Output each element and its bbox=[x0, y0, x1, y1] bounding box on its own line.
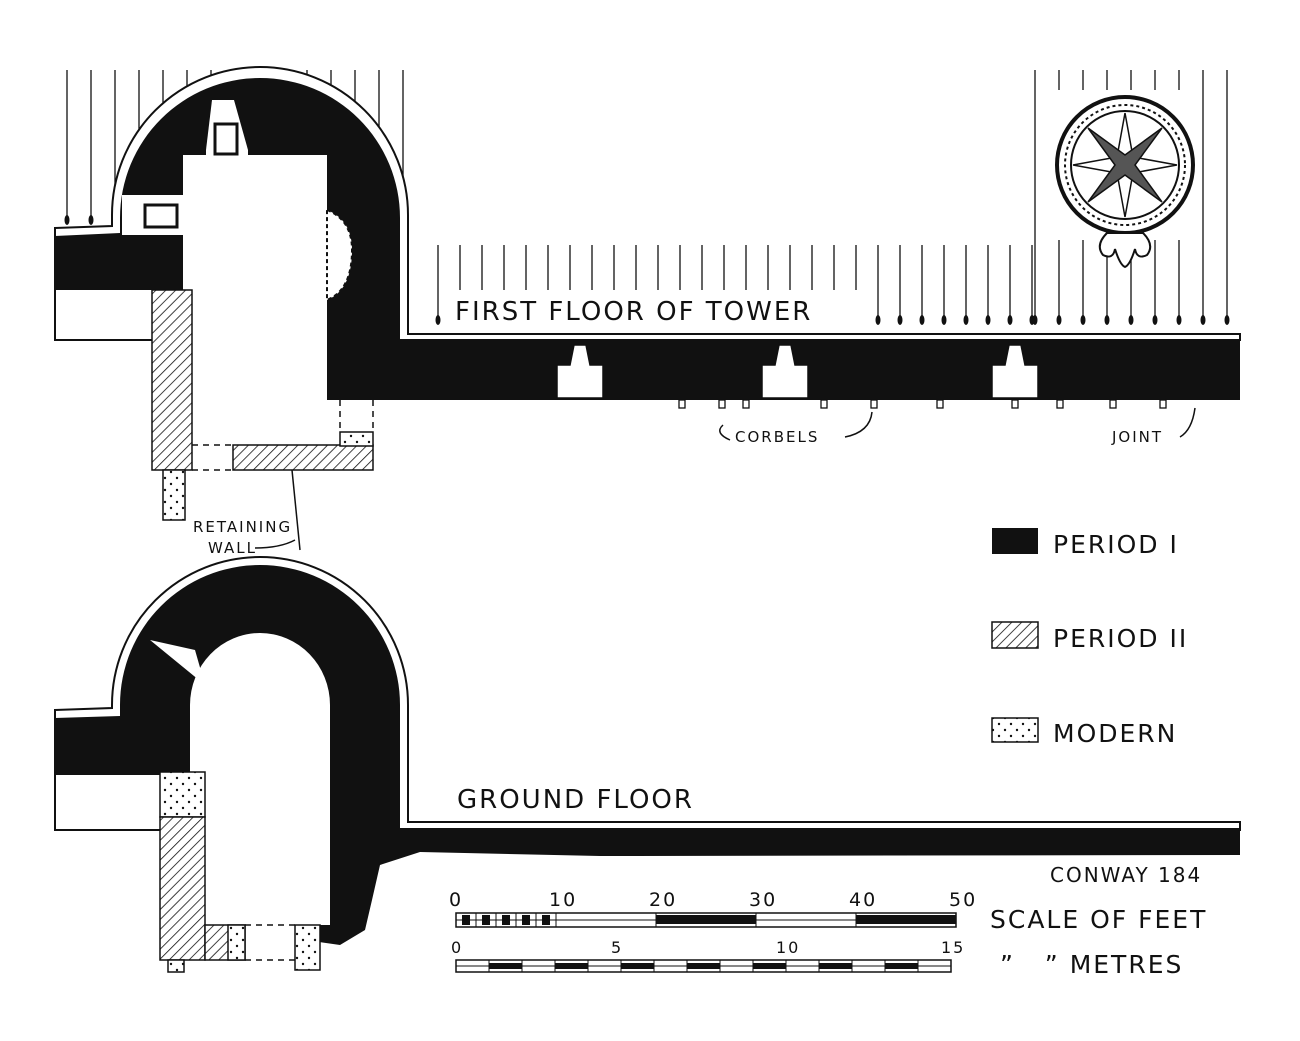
corbel bbox=[1056, 399, 1064, 409]
hatch-line bbox=[1200, 70, 1206, 325]
feet-cell-mark bbox=[542, 915, 550, 925]
hatch-line bbox=[1007, 245, 1013, 325]
first-floor-room bbox=[183, 155, 327, 445]
corbel bbox=[1159, 399, 1167, 409]
feet-tick-label: 30 bbox=[749, 889, 777, 911]
legend-modern: MODERN bbox=[1053, 719, 1177, 748]
metre-cell-mark bbox=[885, 963, 918, 969]
legend-period-2: PERIOD II bbox=[1053, 624, 1188, 653]
corbel bbox=[936, 399, 944, 409]
hatch-line bbox=[435, 245, 441, 325]
metre-tick-label: 10 bbox=[776, 938, 800, 957]
feet-cell-mark bbox=[502, 915, 510, 925]
feet-tick-label: 20 bbox=[649, 889, 677, 911]
hatch-line bbox=[1029, 245, 1035, 325]
feet-tick-label: 0 bbox=[449, 889, 463, 911]
metre-cell-mark bbox=[621, 963, 654, 969]
corbel bbox=[742, 399, 750, 409]
hatch-line bbox=[897, 245, 903, 325]
metre-cell-mark bbox=[489, 963, 522, 969]
corbel bbox=[1109, 399, 1117, 409]
metre-tick-label: 0 bbox=[451, 938, 463, 957]
ground-floor-plan: GROUND FLOOR bbox=[54, 556, 1241, 973]
retaining-wall-label-2: WALL bbox=[208, 539, 257, 557]
first-floor-label: FIRST FLOOR OF TOWER bbox=[455, 297, 812, 327]
hatch-line bbox=[919, 245, 925, 325]
metre-cell-mark bbox=[753, 963, 786, 969]
feet-tick-label: 40 bbox=[849, 889, 877, 911]
hatch-line bbox=[88, 70, 94, 225]
corbel bbox=[718, 399, 726, 409]
scale-metres-label: ” ” METRES bbox=[1000, 950, 1183, 979]
ground-floor-room bbox=[190, 633, 330, 925]
hatch-line bbox=[64, 70, 70, 225]
metre-tick-label: 5 bbox=[611, 938, 623, 957]
hatch-line bbox=[963, 245, 969, 325]
metre-cell-mark bbox=[819, 963, 852, 969]
legend: PERIOD I PERIOD II MODERN bbox=[991, 528, 1188, 748]
corbel bbox=[870, 399, 878, 409]
scale-feet-label: SCALE OF FEET bbox=[990, 905, 1207, 934]
metre-cell-mark bbox=[687, 963, 720, 969]
plate-reference: CONWAY 184 bbox=[1050, 863, 1202, 887]
hatch-line bbox=[1224, 70, 1230, 325]
corbel bbox=[678, 399, 686, 409]
feet-tick-label: 10 bbox=[549, 889, 577, 911]
corbel bbox=[820, 399, 828, 409]
feet-tick-label: 50 bbox=[949, 889, 977, 911]
ground-floor-label: GROUND FLOOR bbox=[457, 785, 694, 815]
feet-cell-mark bbox=[462, 915, 470, 925]
feet-cell-mark bbox=[522, 915, 530, 925]
first-floor-plan: FIRST FLOOR OF TOWER CORBELS JOINT RETAI… bbox=[54, 66, 1241, 557]
hatch-line bbox=[1032, 70, 1038, 325]
metre-tick-label: 15 bbox=[941, 938, 965, 957]
scale-bars: CONWAY 184 0 10 20 30 40 50 0 5 10 15 SCALE OF F… bbox=[449, 863, 1207, 979]
hatch-line bbox=[875, 245, 881, 325]
compass-rose-icon bbox=[1050, 90, 1200, 269]
feet-cell-mark bbox=[482, 915, 490, 925]
retaining-wall-label-1: RETAINING bbox=[193, 518, 292, 536]
corbel bbox=[1011, 399, 1019, 409]
metre-cell-mark bbox=[555, 963, 588, 969]
corbels-label: CORBELS bbox=[735, 428, 819, 446]
legend-period-1: PERIOD I bbox=[1053, 530, 1179, 559]
hatch-line bbox=[985, 245, 991, 325]
joint-label: JOINT bbox=[1111, 428, 1163, 446]
hatch-line bbox=[941, 245, 947, 325]
